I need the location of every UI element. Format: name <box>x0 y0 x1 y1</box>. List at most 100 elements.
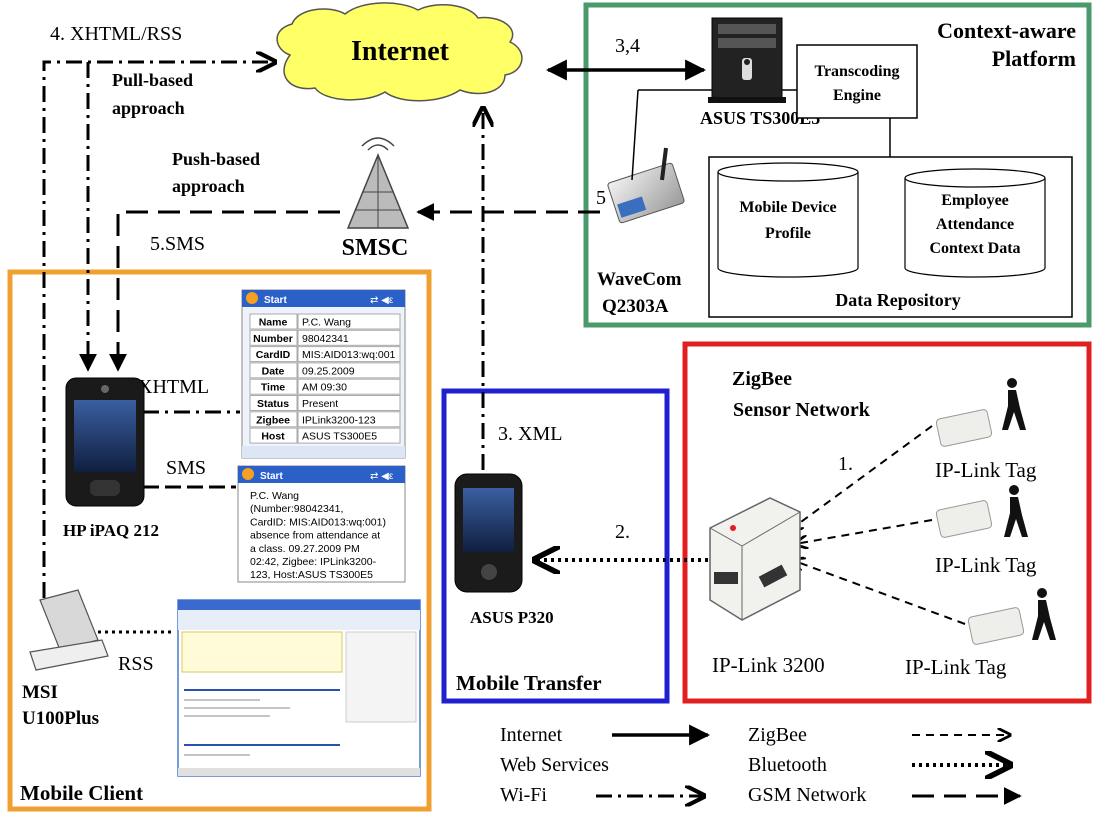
table-row-value: Present <box>302 398 338 410</box>
sms-message-line: 123, Host:ASUS TS300E5 <box>250 569 373 581</box>
table-cell-key <box>249 395 298 411</box>
modem-line1: WaveCom <box>597 269 682 290</box>
windows-start-icon <box>246 292 258 304</box>
walking-person-icon <box>1004 485 1028 537</box>
db1-line1: Mobile Device <box>739 199 836 216</box>
table-cell-value <box>297 329 401 346</box>
screen1-start-label: Start <box>264 295 287 306</box>
table-cell-value <box>297 346 401 363</box>
server-tower-icon <box>708 17 786 103</box>
table-row-value: 09.25.2009 <box>302 365 355 377</box>
laptop-icon <box>29 589 109 671</box>
transcoding-line2: Engine <box>833 87 881 104</box>
windows-start-icon-2 <box>242 468 254 480</box>
screen2-start-label: Start <box>260 471 283 482</box>
sms-screen: Start ⇄ ◀ε P.C. Wang(Number:98042341,Car… <box>237 465 406 583</box>
legend-gsm: GSM Network <box>748 784 866 806</box>
sms-message-line: (Number:98042341, <box>250 503 343 515</box>
ip-link-hub-icon <box>709 497 801 621</box>
screen2-status-icons: ⇄ ◀ε <box>370 471 394 482</box>
mobile-device-profile-db-icon <box>717 162 859 278</box>
platform-title-line1: Context-aware <box>937 18 1076 43</box>
tag3-hub-link <box>792 560 966 625</box>
sms-edge-label: SMS <box>166 457 206 479</box>
mobile-transfer-title: Mobile Transfer <box>456 671 602 695</box>
table-cell-key <box>249 378 298 395</box>
table-cell-value <box>297 411 401 428</box>
legend-zigbee: ZigBee <box>748 724 807 746</box>
table-row-key: Date <box>262 365 285 377</box>
walking-person-icon <box>1002 378 1026 430</box>
smartphone-icon <box>454 473 523 593</box>
push-line1: Push-based <box>172 149 260 169</box>
table-cell-key <box>249 411 298 428</box>
phone-label: ASUS P320 <box>470 608 554 627</box>
table-cell-key <box>249 329 298 346</box>
walking-person-icon <box>1032 588 1056 640</box>
pda-device-icon <box>65 377 145 507</box>
legend-bluetooth: Bluetooth <box>748 754 827 776</box>
step1-label: 1. <box>838 453 853 475</box>
mobile-client-region <box>7 269 432 812</box>
laptop-line2: U100Plus <box>22 708 99 729</box>
table-row-value: AM 09:30 <box>302 382 347 394</box>
modem-server-link <box>631 89 639 181</box>
wifi-internet-link <box>42 62 275 598</box>
table-row-key: Host <box>261 431 285 443</box>
smsc-pda-link <box>109 210 340 372</box>
tag2-hub-link <box>795 519 933 544</box>
legend-wifi: Wi-Fi <box>500 784 547 806</box>
tag1-group: IP-Link Tag <box>935 378 1037 482</box>
table-cell-key <box>249 313 298 330</box>
table-row-key: CardID <box>256 349 291 361</box>
table-row-value: 98042341 <box>302 333 349 345</box>
internet-label: Internet <box>351 36 450 67</box>
db2-line3: Context Data <box>929 240 1020 257</box>
mobile-transfer-region <box>441 388 670 704</box>
tag1-hub-link <box>790 425 933 530</box>
gsm-modem-icon <box>607 147 685 224</box>
xml-label: 3. XML <box>498 423 562 445</box>
laptop-line1: MSI <box>22 682 58 703</box>
table-row-key: Number <box>253 333 293 345</box>
zigbee-network-region <box>682 341 1092 704</box>
step5-label: 5 <box>596 187 606 209</box>
tag1-label: IP-Link Tag <box>935 458 1037 482</box>
rfid-tag-icon <box>967 607 1025 645</box>
zigbee-title-line2: Sensor Network <box>733 399 871 421</box>
table-row-value: MIS:AID013:wq:001 <box>302 349 396 361</box>
sms-message-line: a class. 09.27.2009 PM <box>250 543 360 555</box>
table-cell-value <box>297 427 401 444</box>
screen1-status-icons: ⇄ ◀ε <box>370 295 394 306</box>
tag3-group: IP-Link Tag <box>905 588 1056 679</box>
attendance-context-db-icon <box>904 168 1046 278</box>
mobile-client-title: Mobile Client <box>20 781 143 805</box>
pda-label: HP iPAQ 212 <box>63 521 159 540</box>
rss-edge-label: RSS <box>118 653 154 675</box>
table-cell-value <box>297 378 401 395</box>
table-cell-value <box>297 313 401 330</box>
sms-message-line: 02:42, Zigbee: IPLink3200- <box>250 556 377 568</box>
internet-cloud: Internet <box>276 2 523 102</box>
table-cell-key <box>249 427 298 444</box>
table-row-key: Time <box>261 382 285 394</box>
table-row-key: Status <box>257 398 289 410</box>
table-cell-value <box>297 362 401 379</box>
tag2-label: IP-Link Tag <box>935 553 1037 577</box>
pull-line2: approach <box>112 98 185 118</box>
sms-message-line: absence from attendance at <box>250 530 380 542</box>
smsc-tower-icon <box>346 137 410 229</box>
transcoding-engine-box <box>796 44 918 119</box>
table-row-key: Zigbee <box>256 414 290 426</box>
pull-line1: Pull-based <box>112 70 193 90</box>
sms-message-line: CardID: MIS:AID013:wq:001) <box>250 516 386 528</box>
transcoding-line1: Transcoding <box>814 63 899 80</box>
table-row-value: ASUS TS300E5 <box>302 431 377 443</box>
smsc-label: SMSC <box>342 235 409 261</box>
modem-line2: Q2303A <box>602 296 669 317</box>
platform-title-line2: Platform <box>992 46 1076 71</box>
server-label: ASUS TS300E5 <box>700 108 820 128</box>
table-cell-key <box>249 362 298 379</box>
